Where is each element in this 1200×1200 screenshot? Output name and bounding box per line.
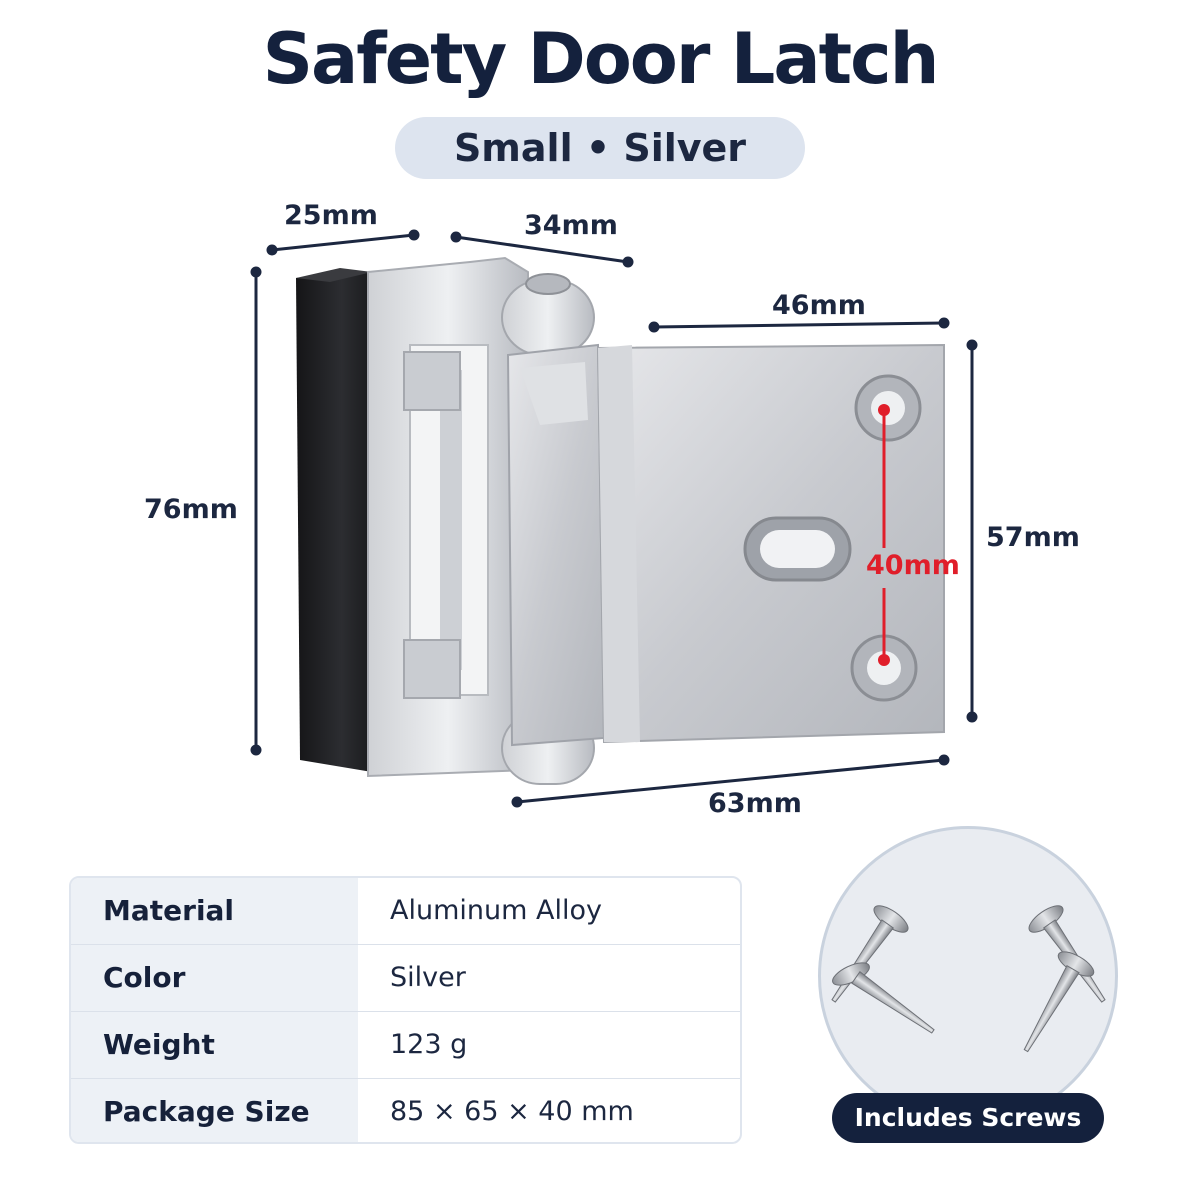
- latch-illustration: [250, 229, 978, 808]
- dimension-lines: [250, 229, 978, 808]
- spec-label: Color: [71, 945, 358, 1011]
- dim-top-left-width: 25mm: [284, 200, 378, 231]
- hole-spacing-line: [878, 404, 890, 666]
- spec-label: Material: [71, 878, 358, 944]
- spec-value: Aluminum Alloy: [390, 895, 602, 926]
- rubber-pad: [296, 268, 372, 772]
- spec-value: 123 g: [390, 1029, 468, 1060]
- table-row: Weight 123 g: [71, 1012, 740, 1079]
- variant-pill: Small • Silver: [395, 117, 805, 179]
- includes-screws-badge: Includes Screws: [832, 1093, 1104, 1143]
- screws-image: [818, 826, 1118, 1126]
- spec-label: Package Size: [71, 1079, 358, 1142]
- screws-icon: [831, 905, 1106, 1053]
- latch-frame: [367, 256, 529, 778]
- spec-value: Silver: [390, 962, 466, 993]
- table-row: Material Aluminum Alloy: [71, 878, 740, 945]
- spec-label: Weight: [71, 1012, 358, 1078]
- specs-table: Material Aluminum Alloy Color Silver Wei…: [69, 876, 742, 1144]
- dim-hole-spacing: 40mm: [866, 550, 960, 581]
- spec-value: 85 × 65 × 40 mm: [390, 1096, 634, 1127]
- dim-total-height: 76mm: [144, 494, 238, 525]
- table-row: Color Silver: [71, 945, 740, 1012]
- mounting-plate: [596, 343, 945, 744]
- latch-arm: [506, 343, 606, 747]
- dim-total-length: 63mm: [708, 788, 802, 819]
- dim-top-mid-width: 34mm: [524, 210, 618, 241]
- dim-plate-width: 46mm: [772, 290, 866, 321]
- page-title: Safety Door Latch: [262, 18, 940, 100]
- table-row: Package Size 85 × 65 × 40 mm: [71, 1079, 740, 1142]
- dim-plate-height: 57mm: [986, 522, 1080, 553]
